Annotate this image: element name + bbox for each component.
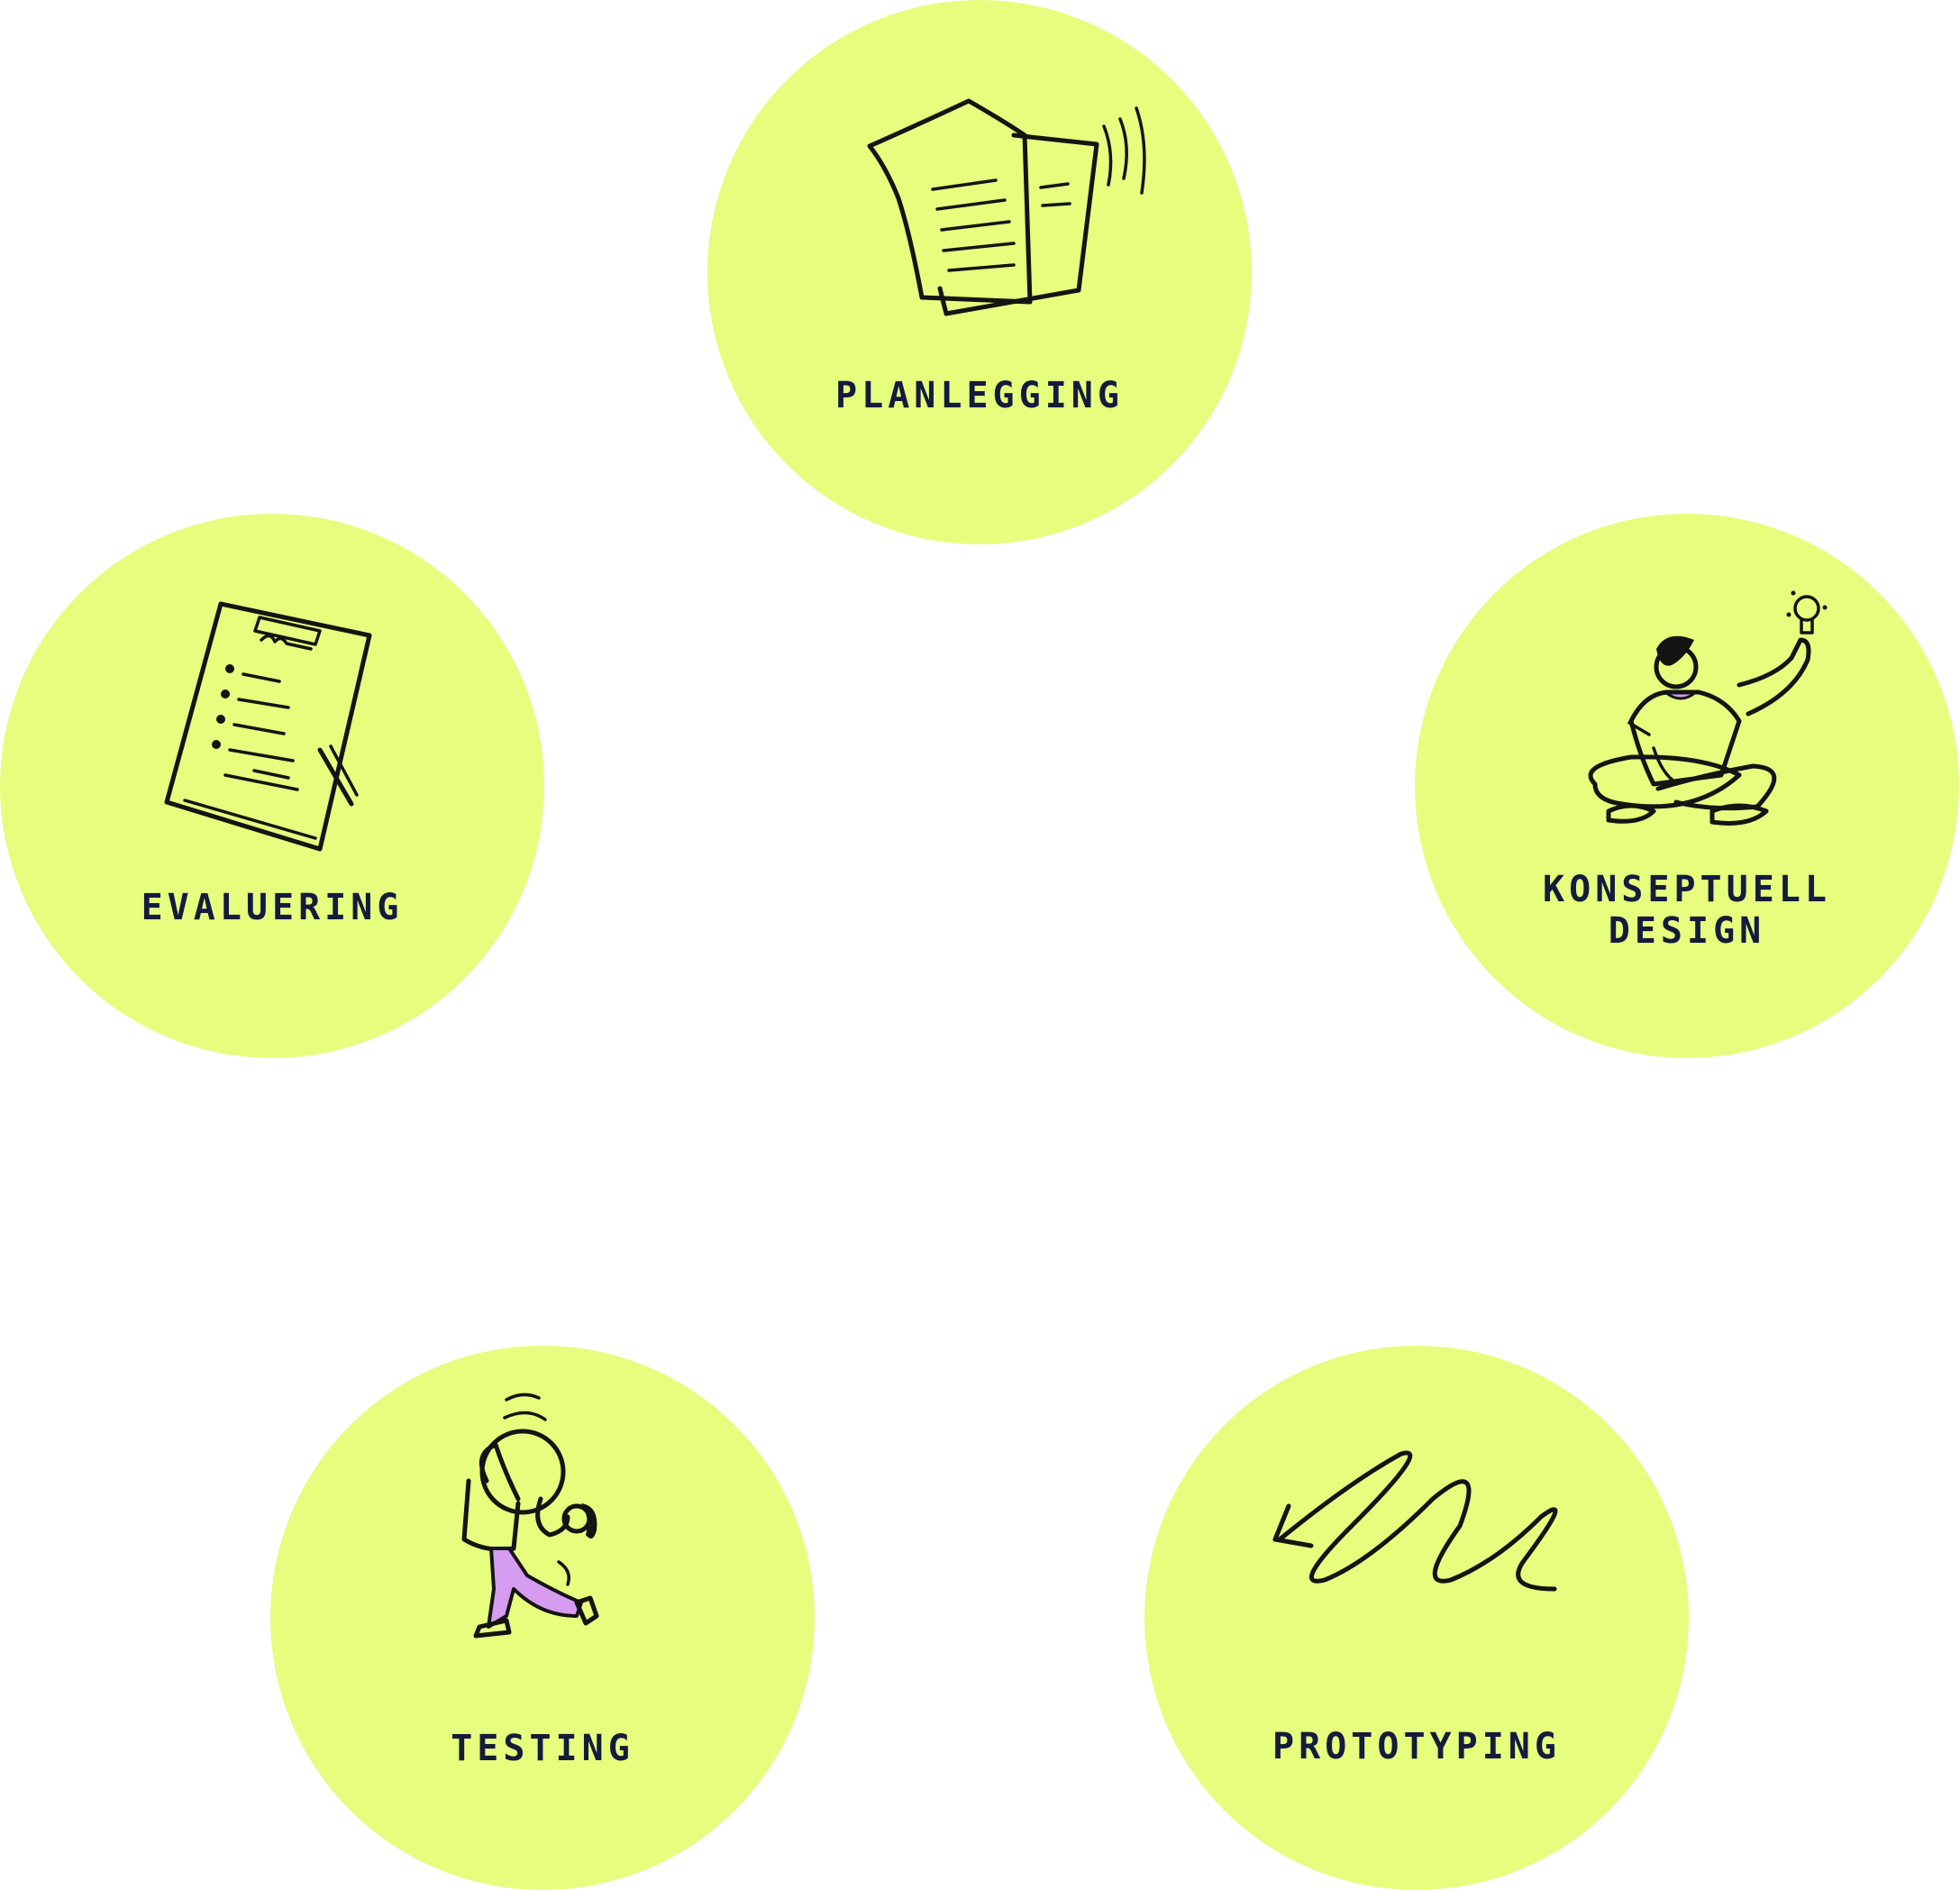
phase-label: PLANLEGGING [835, 375, 1124, 416]
phase-label: KONSEPTUELL DESIGN [1543, 869, 1831, 952]
flying-papers-icon [867, 98, 1146, 316]
phase-label: PROTOTYPING [1272, 1726, 1561, 1767]
phase-konseptuell-design: KONSEPTUELL DESIGN [1415, 514, 1959, 1058]
phase-label: EVALUERING [141, 887, 404, 928]
phase-label: TESTING [451, 1728, 634, 1769]
phase-testing: TESTING [270, 1346, 815, 1890]
phase-planlegging: PLANLEGGING [707, 0, 1252, 544]
phase-prototyping: PROTOTYPING [1144, 1346, 1689, 1890]
zigzag-arrow-icon [1272, 1450, 1558, 1592]
clipboard-checklist-icon [164, 601, 372, 852]
person-with-lightbulb-icon [1588, 590, 1828, 826]
person-carrying-ball-icon [461, 1392, 599, 1639]
phase-evaluering: EVALUERING [0, 514, 544, 1058]
